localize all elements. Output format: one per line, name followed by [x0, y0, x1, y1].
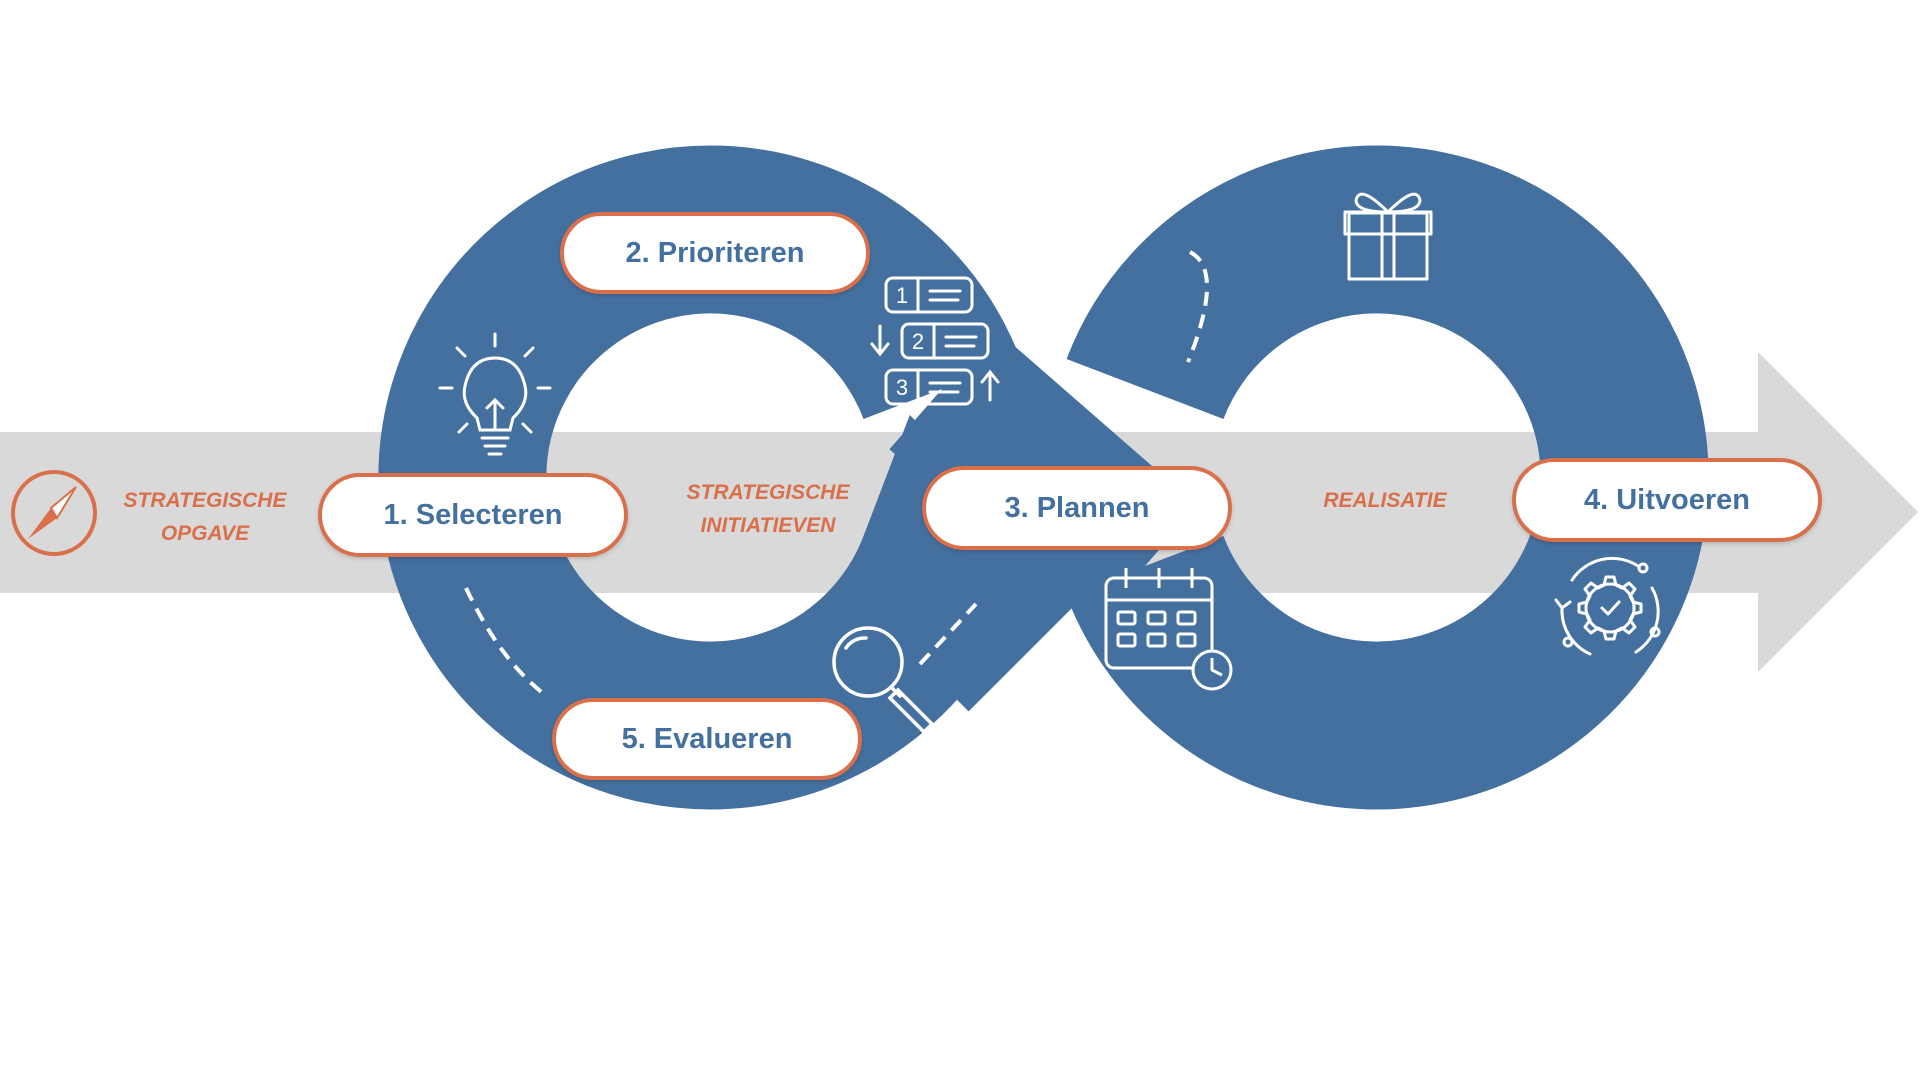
flow-dashes [464, 250, 1209, 696]
gift-icon [1343, 192, 1433, 281]
dash-evaluate [464, 587, 546, 696]
step-select: 1. Selecteren [318, 473, 628, 557]
lightbulb-icon [438, 332, 552, 456]
label-realisation-text: REALISATIE [1323, 489, 1447, 512]
step-plan: 3. Plannen [922, 466, 1232, 550]
step-execute: 4. Uitvoeren [1512, 458, 1822, 542]
rank-number-1: 1 [896, 283, 908, 308]
ranked-list-icon [870, 276, 1000, 406]
step-prioritize: 2. Prioriteren [560, 212, 870, 294]
label-strategic-task-line1: STRATEGISCHE [123, 489, 287, 512]
label-strategic-initiatives-line2: INITIATIEVEN [700, 514, 836, 537]
compass-icon [11, 470, 97, 556]
calendar-clock-icon [1104, 568, 1233, 691]
gear-cycle-icon [1554, 556, 1661, 656]
ranked-list-numbers: 1 2 3 [896, 283, 924, 400]
magnifier-icon [832, 626, 935, 735]
label-strategic-task-line2: OPGAVE [160, 522, 250, 545]
step-evaluate: 5. Evalueren [552, 698, 862, 780]
label-realisation: REALISATIE [1310, 484, 1460, 517]
label-strategic-task: STRATEGISCHE OPGAVE [110, 484, 300, 550]
label-strategic-initiatives: STRATEGISCHE INITIATIEVEN [668, 476, 868, 542]
dash-magnifier [918, 602, 978, 666]
dash-gift [1186, 250, 1209, 363]
rank-number-3: 3 [896, 375, 908, 400]
rank-number-2: 2 [912, 329, 924, 354]
label-strategic-initiatives-line1: STRATEGISCHE [686, 481, 850, 504]
